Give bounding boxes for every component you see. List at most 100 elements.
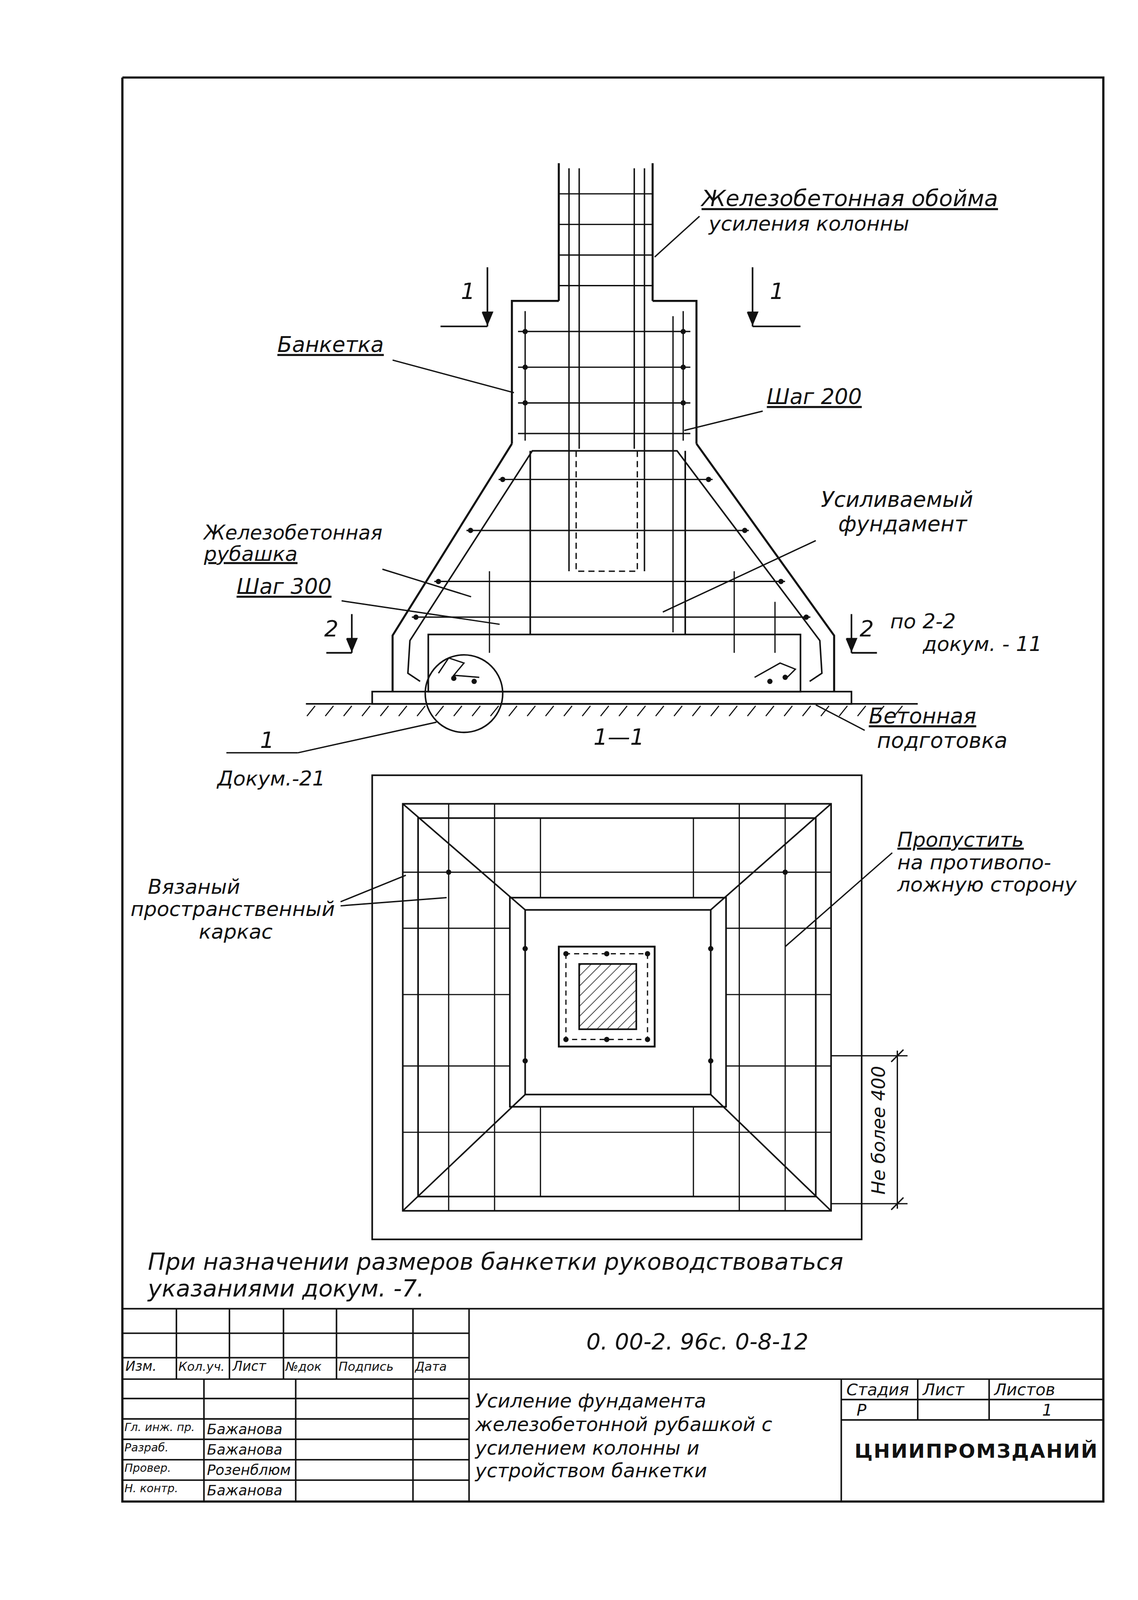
rebar-dot	[413, 614, 419, 620]
existing-foundation-outline	[530, 450, 686, 634]
title-block-cell: Бажанова	[206, 1440, 283, 1458]
plan-rebar	[539, 1106, 542, 1196]
drawing-label: пространственный	[130, 897, 335, 922]
title-block-line	[841, 1418, 1104, 1421]
ground-hatch	[453, 705, 462, 716]
leader-line	[297, 721, 437, 753]
title-block-line	[840, 1378, 842, 1501]
rebar-dot	[522, 945, 529, 951]
drawing-label: фундамент	[838, 511, 967, 537]
ground-hatch	[692, 705, 701, 716]
plan-outline	[509, 897, 726, 1107]
title-block-cell: ЦНИИПРОМЗДАНИЙ	[854, 1440, 1099, 1463]
drawing-label: Бетонная	[869, 703, 977, 729]
concrete-preparation	[372, 691, 852, 704]
ground-hatch	[307, 705, 316, 716]
drawing-label: 1	[460, 278, 476, 305]
leader-line	[340, 874, 406, 902]
title-block-line	[294, 1378, 297, 1501]
jacket-rebar	[489, 571, 776, 653]
ground-hatch	[747, 705, 756, 716]
drawing-label: указаниями докум. -7.	[148, 1274, 425, 1302]
title-block-cell: Листов	[993, 1380, 1056, 1400]
leader-line	[684, 410, 763, 431]
rebar-dot	[522, 328, 529, 335]
rebar-dot	[471, 678, 477, 684]
rebar-dot	[708, 945, 714, 951]
jacket-rebar	[733, 571, 735, 653]
rebar-dot	[446, 869, 452, 875]
drawing-label: 2	[324, 615, 339, 642]
ground-hatch	[637, 705, 646, 716]
drawing-label: 1	[259, 727, 275, 754]
ground-line	[306, 703, 918, 705]
title-block-cell: Лист	[232, 1359, 266, 1375]
title-block-cell: 1	[1041, 1401, 1053, 1420]
ground-hatch	[380, 705, 389, 716]
banketka-stirrup	[518, 432, 691, 435]
banketka-stirrup	[518, 402, 691, 404]
plan-outline	[402, 803, 831, 1211]
title-block-cell: Р	[856, 1401, 867, 1420]
drawing-title: Усиление фундамента железобетонной рубаш…	[475, 1388, 835, 1482]
ground-hatch	[508, 705, 518, 716]
rebar-dot	[604, 950, 610, 957]
drawing-label: усиления колонны	[708, 211, 910, 236]
ground-hatch	[361, 705, 370, 716]
section-mark-line	[326, 651, 352, 654]
plan-outline	[372, 774, 862, 1239]
rebar-dot	[522, 328, 687, 406]
drawing-label: Докум.-21	[217, 766, 326, 791]
banketka-rebar	[672, 316, 674, 633]
plan-rebar	[539, 817, 542, 898]
section-mark-line	[752, 325, 801, 328]
plan-column-jacket	[558, 946, 655, 1047]
banketka-stirrup	[518, 331, 691, 434]
title-block-line	[175, 1308, 178, 1379]
existing-foundation-outline	[529, 450, 532, 634]
rebar-dot	[435, 578, 442, 585]
column-rebar	[643, 168, 646, 572]
drawing-label: на противопо-	[897, 850, 1052, 874]
ground-line	[306, 702, 918, 705]
column-stirrup	[558, 192, 653, 195]
plan-diagonal	[402, 803, 525, 910]
plan-rebar	[447, 803, 450, 1211]
title-block-cell: Лист	[922, 1380, 965, 1400]
column-stirrup	[558, 284, 653, 287]
plan-rebar	[448, 803, 786, 1211]
plan-rebar	[402, 1065, 510, 1067]
drawing-label: 1	[769, 278, 785, 305]
section-arrow-head	[482, 312, 493, 325]
plan-stirrup	[566, 953, 648, 1039]
existing-foundation-slab	[428, 634, 801, 692]
plan-rebar	[494, 803, 496, 1211]
title-block-line	[122, 1331, 470, 1334]
drawing-label: докум. - 11	[922, 632, 1042, 656]
plan-rebar	[402, 993, 510, 995]
drawing-label: каркас	[198, 919, 273, 944]
section-arrow-head	[346, 638, 358, 651]
column-rebar	[568, 168, 645, 572]
title-block-cell: Гл. инж. пр.	[124, 1421, 196, 1435]
rebar-dot	[604, 1036, 610, 1042]
plan-diagonal	[402, 803, 831, 1211]
banketka-outline	[652, 300, 697, 444]
dimension-text: Не более 400	[868, 1065, 890, 1195]
ground-hatch	[857, 705, 866, 716]
title-block-line	[412, 1308, 414, 1502]
rebar-dot	[708, 1057, 714, 1064]
rebar-dot	[499, 476, 506, 482]
title-block-cell: №док	[285, 1360, 322, 1375]
plan-rebar	[725, 993, 831, 995]
title-block-line	[122, 1356, 470, 1358]
ground-hatch	[472, 705, 481, 716]
leader-line	[382, 568, 471, 597]
jacket-stirrup	[411, 479, 811, 617]
ground-hatch	[398, 705, 407, 716]
concrete-preparation	[372, 691, 852, 704]
plan-diagonal	[710, 803, 831, 910]
title-block-cell: Изм.	[125, 1359, 157, 1375]
